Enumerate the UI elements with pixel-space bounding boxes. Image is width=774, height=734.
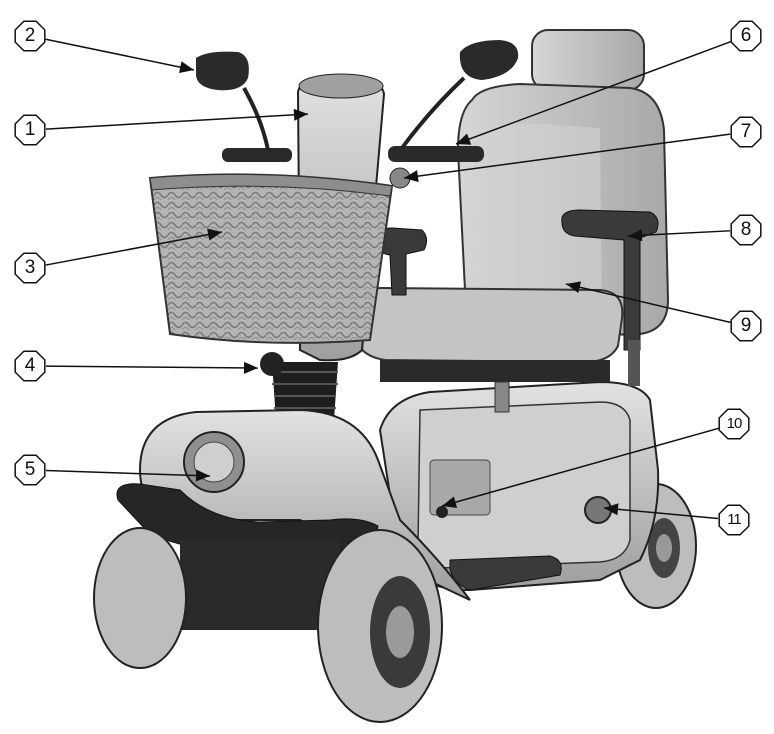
leader-line-1: [46, 114, 308, 129]
arrowhead-2: [179, 61, 194, 73]
leader-line-4: [46, 366, 258, 368]
callout-badge-1: [15, 115, 45, 145]
callout-badge-2: [15, 21, 45, 51]
callout-badge-6: [731, 21, 761, 51]
callout-badge-3: [15, 253, 45, 283]
handlebar-right: [388, 146, 484, 162]
handlebar-left: [222, 148, 292, 162]
front-left-wheel: [94, 528, 186, 668]
headlight: [184, 432, 244, 492]
charger-socket: [585, 497, 611, 523]
mirror-right: [460, 40, 518, 80]
callout-badge-4: [15, 351, 45, 381]
seat-cushion: [356, 288, 622, 362]
seat: [356, 30, 668, 412]
callout-badge-11: [719, 505, 749, 535]
callout-badge-10: [719, 409, 749, 439]
front-right-wheel: [318, 530, 442, 722]
arrowhead-4: [244, 362, 258, 374]
tiller-adjust-knob: [260, 352, 284, 376]
mirror-left: [196, 52, 249, 91]
callout-badge-9: [731, 311, 761, 341]
key-socket: [436, 506, 448, 518]
callout-badge-7: [731, 117, 761, 147]
basket: [150, 174, 392, 342]
callout-badge-8: [731, 215, 761, 245]
callout-badge-5: [15, 455, 45, 485]
leader-line-2: [46, 39, 194, 70]
